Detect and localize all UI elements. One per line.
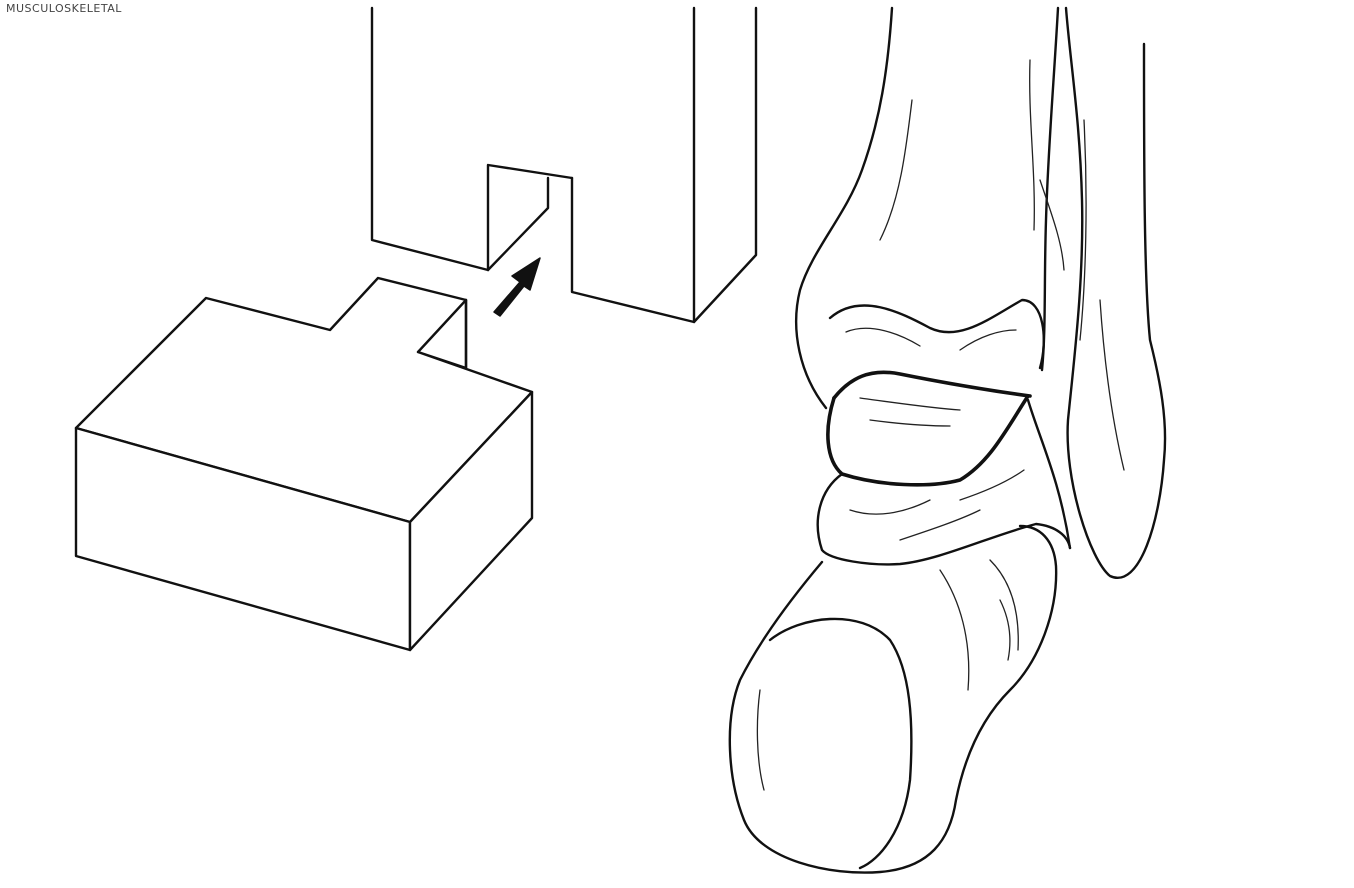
heel-bone [730,526,1056,873]
tibia-bone [796,8,1058,408]
talus-bone [828,372,1030,485]
mortise-block [372,8,756,322]
arrow-up-right-icon [494,258,540,316]
tenon-block [76,278,532,650]
